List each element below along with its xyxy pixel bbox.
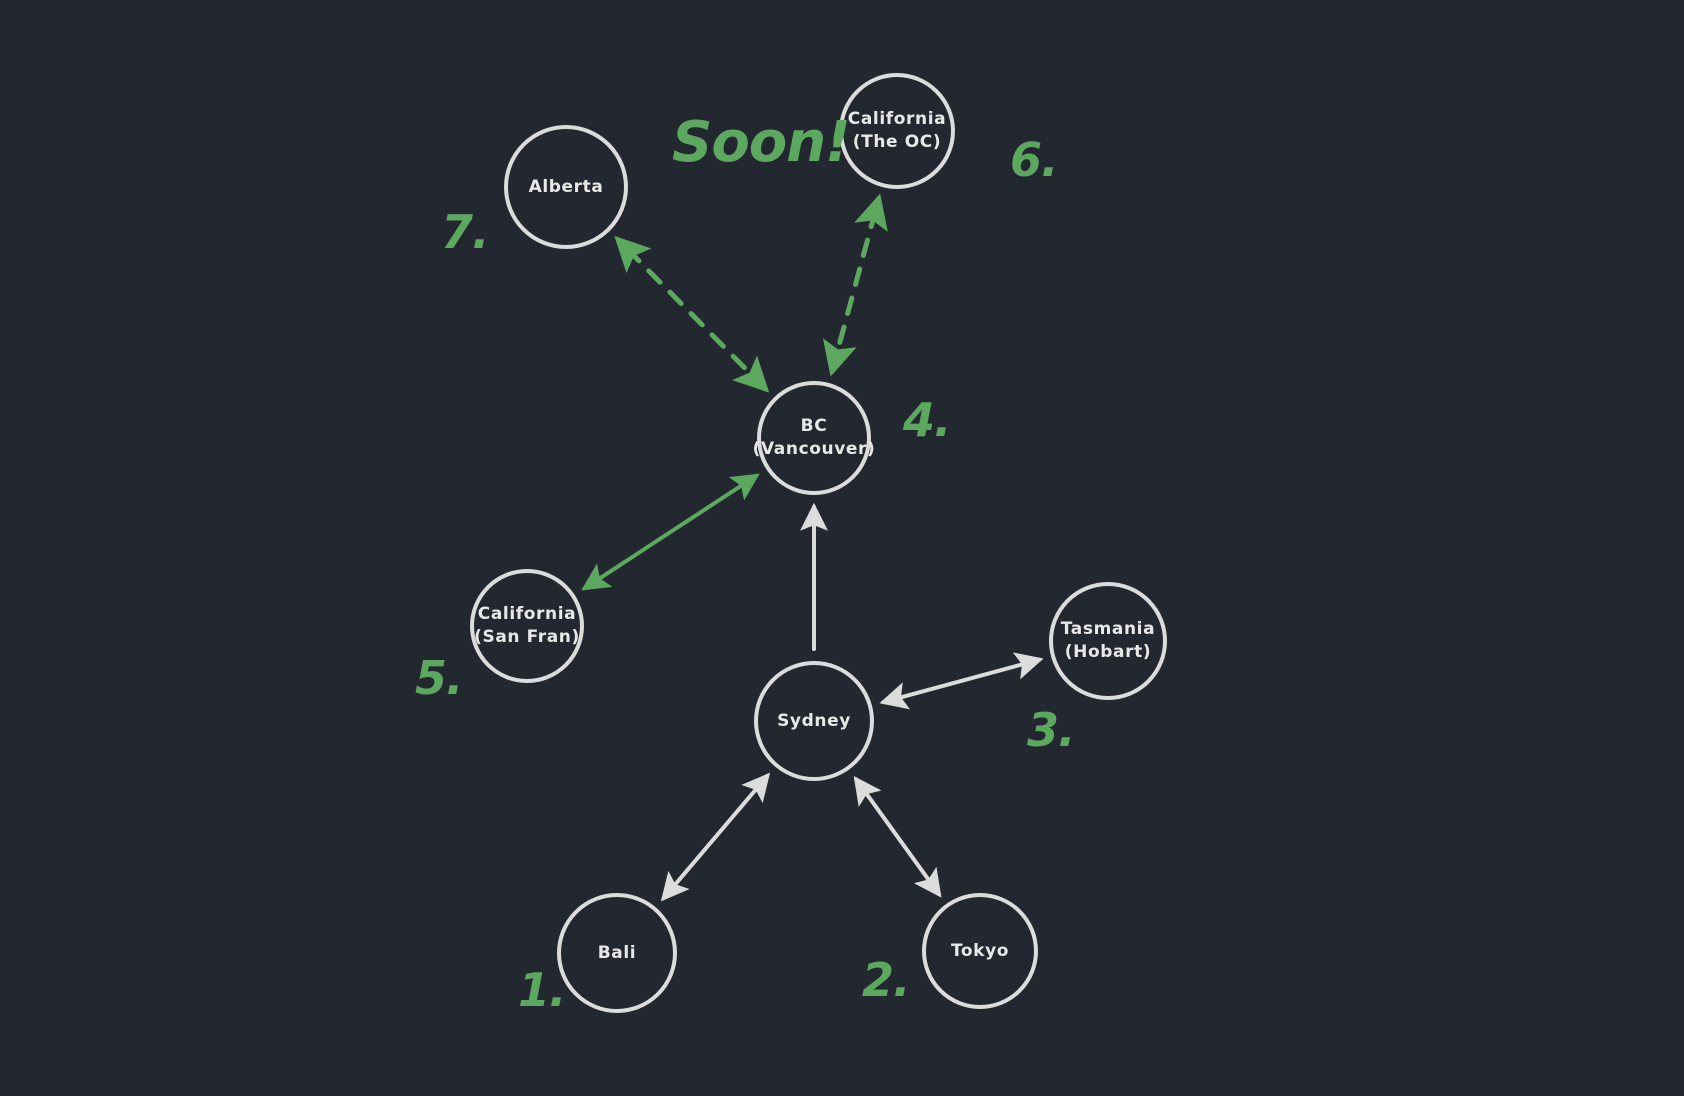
soon-annotation: Soon!	[672, 110, 851, 175]
node-label-line: (Vancouver)	[752, 439, 876, 459]
edge-bc-alberta	[614, 235, 770, 393]
node-bc_vancouver[interactable]: BC(Vancouver)	[753, 381, 875, 495]
node-label-line: California	[477, 604, 577, 625]
edge-bc-oc	[822, 193, 888, 377]
step-6-label: 6.	[1010, 133, 1058, 187]
step-7-label: 7.	[441, 205, 489, 259]
node-label-line: (San Fran)	[474, 627, 580, 647]
node-california_sf[interactable]: California(San Fran)	[470, 569, 584, 683]
node-tasmania[interactable]: Tasmania(Hobart)	[1049, 582, 1167, 700]
edge-bali-sydney	[660, 772, 771, 902]
node-label-line: BC	[800, 416, 828, 437]
node-tokyo[interactable]: Tokyo	[922, 893, 1038, 1009]
node-label-line: (The OC)	[852, 132, 942, 152]
node-california_oc[interactable]: California(The OC)	[839, 73, 955, 189]
edge-sf-bc	[581, 473, 760, 591]
node-label-line: California	[847, 109, 947, 130]
node-label-line: Sydney	[777, 710, 851, 731]
step-2-label: 2.	[862, 953, 910, 1007]
node-label-line: Tokyo	[950, 940, 1010, 961]
step-4-label: 4.	[903, 393, 951, 447]
node-label-line: (Hobart)	[1064, 642, 1152, 662]
node-label-line: Bali	[597, 942, 637, 963]
edge-tokyo-sydney	[853, 775, 942, 898]
node-sydney[interactable]: Sydney	[754, 661, 874, 781]
node-bali[interactable]: Bali	[557, 893, 677, 1013]
step-5-label: 5.	[415, 651, 463, 705]
node-label-line: Alberta	[528, 176, 604, 197]
step-1-label: 1.	[518, 963, 566, 1017]
step-3-label: 3.	[1027, 703, 1075, 757]
node-alberta[interactable]: Alberta	[504, 125, 628, 249]
edge-sydney-tasmania	[879, 652, 1044, 710]
node-label-line: Tasmania	[1060, 619, 1156, 640]
